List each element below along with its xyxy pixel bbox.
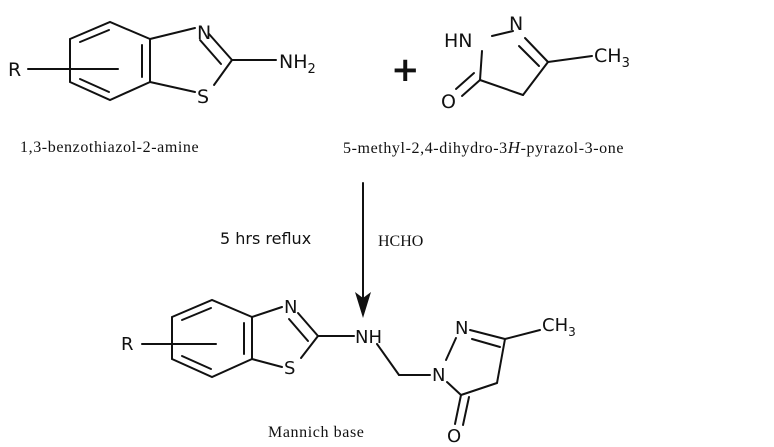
carbonyl-bond-inner [455,72,475,90]
product-pyrazole-n-bottom-label: N [432,365,445,386]
product-methyl-bond [504,329,541,340]
pyrazole-n-label: N [509,13,523,35]
product-n-n-bond [445,337,457,361]
product-methyl-label: CH3 [542,315,576,339]
reactant1-caption: 1,3-benzothiazol-2-amine [20,139,199,156]
hn-label: HN [444,30,473,52]
product-ring-sulfur-label: S [284,358,295,379]
product-ring-bond [446,381,462,396]
reactant2-caption: 5-methyl-2,4-dihydro-3H-pyrazol-3-one [343,138,624,157]
methyl-label: CH3 [594,45,630,71]
reactant-benzothiazole-amine: R N S NH2 1,3-benzothiazol-2-amine [8,20,316,156]
reactant-pyrazolone: HN N CH3 O 5-methyl-2,4-dihydro-3H-pyraz… [343,13,630,157]
arrow-head [355,292,371,318]
thiazole-bond [208,33,233,61]
ring-sulfur-label: S [197,86,209,108]
product-nh-ch2-bond [376,343,400,376]
amine-group-label: NH2 [279,51,316,77]
thiazole-bond [213,59,233,86]
ring-nitrogen-label: N [197,22,211,44]
product-mannich-base: R N S NH N N CH3 O Mannich base [121,297,576,447]
thiazole-double-bond [199,39,222,65]
product-pyrazole-n-top-label: N [455,318,468,339]
product-substituent-r-label: R [121,334,134,355]
product-carbonyl-oxygen-label: O [447,426,461,447]
product-carbonyl-bond-inner [462,396,470,426]
n-n-bond [491,30,514,37]
product-aromatic-double-bond [181,355,212,370]
product-thiazole-bond [300,335,319,359]
product-thiazole-double-bond [288,318,309,342]
substituent-r-label: R [8,59,21,81]
carbonyl-oxygen-label: O [441,91,456,113]
product-ring-bond [496,338,506,384]
product-carbonyl-bond [454,394,462,425]
product-c-n-double-bond [469,329,506,340]
product-aromatic-double-bond [181,307,212,321]
thiazole-bond [149,27,196,40]
product-caption: Mannich base [268,424,365,441]
product-nh-label: NH [355,327,382,348]
thiazole-bond [149,81,196,93]
ring-bond [479,79,524,96]
product-thiazole-bond [251,306,283,318]
carbonyl-bond [461,79,481,97]
benzene-ring [69,20,151,102]
condition-reflux-label: 5 hrs reflux [220,229,311,248]
ring-bond [479,50,483,81]
product-thiazole-bond [251,358,283,368]
c-n-double-bond [524,37,549,63]
aromatic-double-bond [79,29,110,43]
reaction-arrow [355,182,371,318]
plus-sign: + [391,50,420,90]
methyl-bond [547,55,593,63]
product-ring-nitrogen-label: N [284,297,297,318]
condition-reagent-label: HCHO [378,233,423,250]
product-thiazole-bond [297,312,319,337]
ring-bond [522,61,549,96]
aromatic-double-bond [79,78,110,93]
product-benzene-ring [171,298,253,379]
product-c-n-double-bond-inner [471,338,501,348]
product-ring-bond [460,382,498,396]
c-n-double-bond-inner [518,45,540,67]
